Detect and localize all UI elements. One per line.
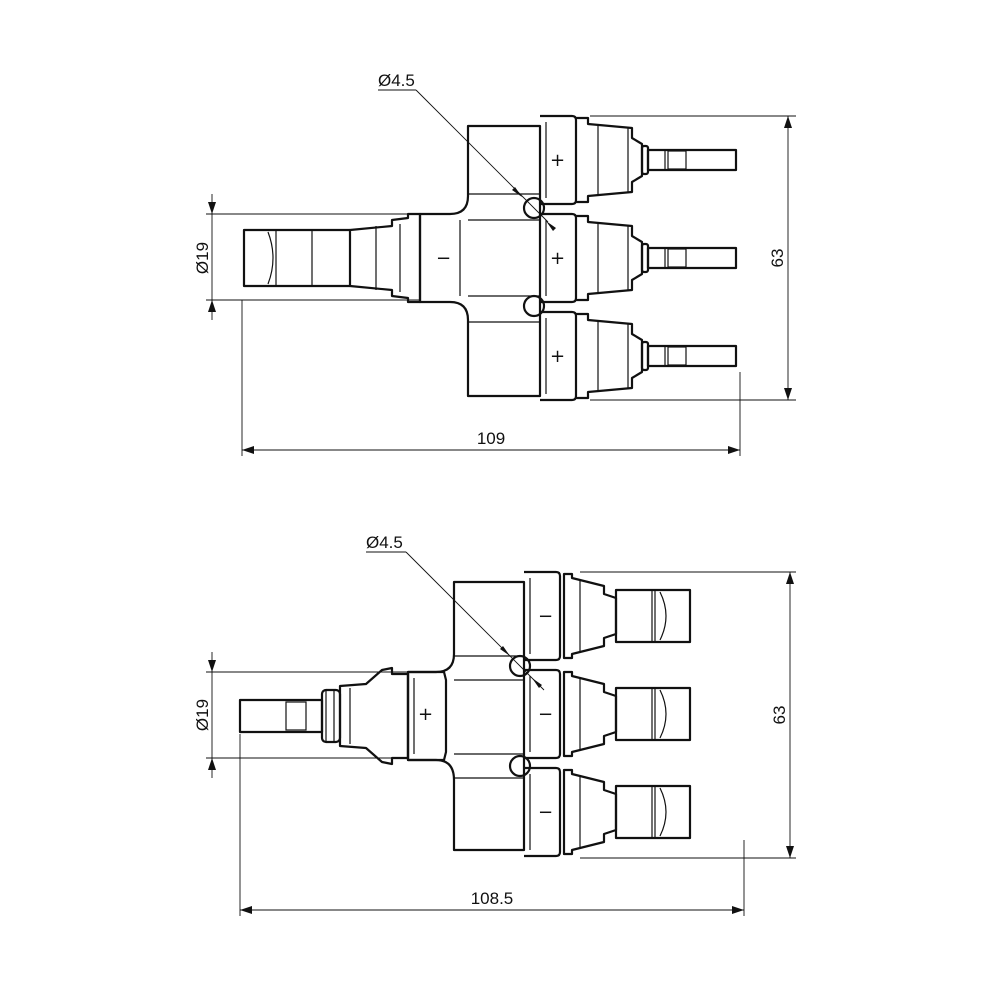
top-branch-1 — [538, 114, 738, 206]
top-branch-3 — [538, 310, 738, 402]
bottom-input-polarity-symbol: + — [418, 704, 433, 725]
top-branch-2 — [538, 212, 738, 304]
top-mounting-hole-upper — [522, 196, 546, 220]
top-mounting-hole-lower — [522, 294, 546, 318]
bottom-diameter-dimension: Ø19 — [193, 652, 408, 778]
bottom-hole-dimension: Ø4.5 — [366, 533, 545, 691]
top-hole-dimension: Ø4.5 — [378, 71, 556, 231]
top-length-dimension: 109 — [241, 300, 741, 456]
bottom-branch-2-polarity-symbol: − — [538, 704, 553, 725]
top-branch-2-polarity-symbol: + — [550, 248, 565, 269]
bottom-view: + − − − Ø4.5 Ø19 63 — [193, 533, 796, 916]
bottom-branch-1-polarity-symbol: − — [538, 606, 553, 627]
bottom-hole-diameter-label: Ø4.5 — [366, 533, 403, 552]
bottom-height-dimension: 63 — [580, 571, 796, 859]
top-diameter-dimension: Ø19 — [193, 194, 420, 320]
top-hole-diameter-label: Ø4.5 — [378, 71, 415, 90]
top-input-connector — [242, 212, 422, 304]
top-input-polarity-symbol: − — [436, 248, 451, 269]
top-housing — [418, 124, 542, 398]
top-height-label: 63 — [768, 249, 787, 268]
top-height-dimension: 63 — [590, 115, 796, 401]
bottom-input-connector — [238, 666, 448, 766]
top-length-label: 109 — [477, 429, 505, 448]
bottom-height-label: 63 — [770, 706, 789, 725]
bottom-length-dimension: 108.5 — [239, 734, 745, 916]
bottom-mounting-hole-upper — [508, 654, 532, 678]
bottom-length-label: 108.5 — [471, 889, 514, 908]
top-diameter-label: Ø19 — [193, 242, 212, 274]
bottom-mounting-hole-lower — [508, 754, 532, 778]
top-view: − + + + Ø4.5 Ø19 63 — [193, 71, 796, 456]
top-branch-1-polarity-symbol: + — [550, 150, 565, 171]
top-branch-3-polarity-symbol: + — [550, 346, 565, 367]
bottom-diameter-label: Ø19 — [193, 699, 212, 731]
bottom-branch-3-polarity-symbol: − — [538, 802, 553, 823]
